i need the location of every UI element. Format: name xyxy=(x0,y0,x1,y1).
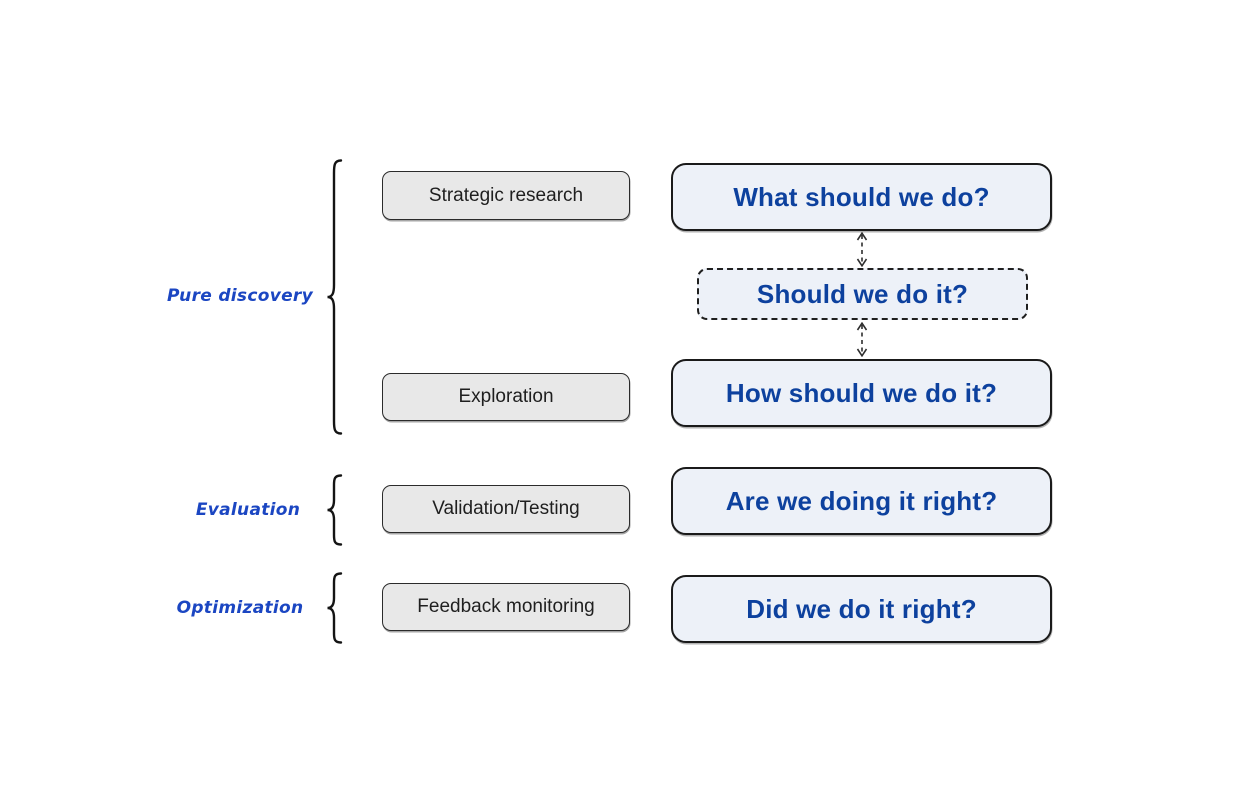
group-label-optimization: Optimization xyxy=(176,598,304,618)
question-box-label: Should we do it? xyxy=(756,278,969,309)
group-label-evaluation: Evaluation xyxy=(195,500,301,520)
question-box-label: Did we do it right? xyxy=(746,593,977,624)
question-box-label: Are we doing it right? xyxy=(725,485,998,516)
question-box-label: What should we do? xyxy=(733,181,990,212)
method-box-validation-testing: Validation/Testing xyxy=(382,485,630,533)
brace-pure-discovery xyxy=(327,159,343,435)
method-box-label: Feedback monitoring xyxy=(417,596,595,617)
brace-optimization xyxy=(327,572,343,644)
method-box-label: Validation/Testing xyxy=(432,498,580,519)
question-box-should-we-do-it: Should we do it? xyxy=(697,268,1028,320)
group-label-pure-discovery: Pure discovery xyxy=(167,286,313,306)
method-box-label: Exploration xyxy=(458,386,554,407)
brace-evaluation xyxy=(327,474,343,546)
method-box-strategic-research: Strategic research xyxy=(382,171,630,220)
double-arrow-icon xyxy=(856,322,868,357)
question-box-are-we-doing-it-right: Are we doing it right? xyxy=(671,467,1052,535)
question-box-label: How should we do it? xyxy=(725,377,998,408)
method-box-label: Strategic research xyxy=(428,184,584,206)
question-box-what-should-we-do: What should we do? xyxy=(671,163,1052,231)
question-box-did-we-do-it-right: Did we do it right? xyxy=(671,575,1052,643)
question-box-how-should-we-do-it: How should we do it? xyxy=(671,359,1052,427)
method-box-feedback-monitoring: Feedback monitoring xyxy=(382,583,630,631)
double-arrow-icon xyxy=(856,232,868,267)
method-box-exploration: Exploration xyxy=(382,373,630,421)
